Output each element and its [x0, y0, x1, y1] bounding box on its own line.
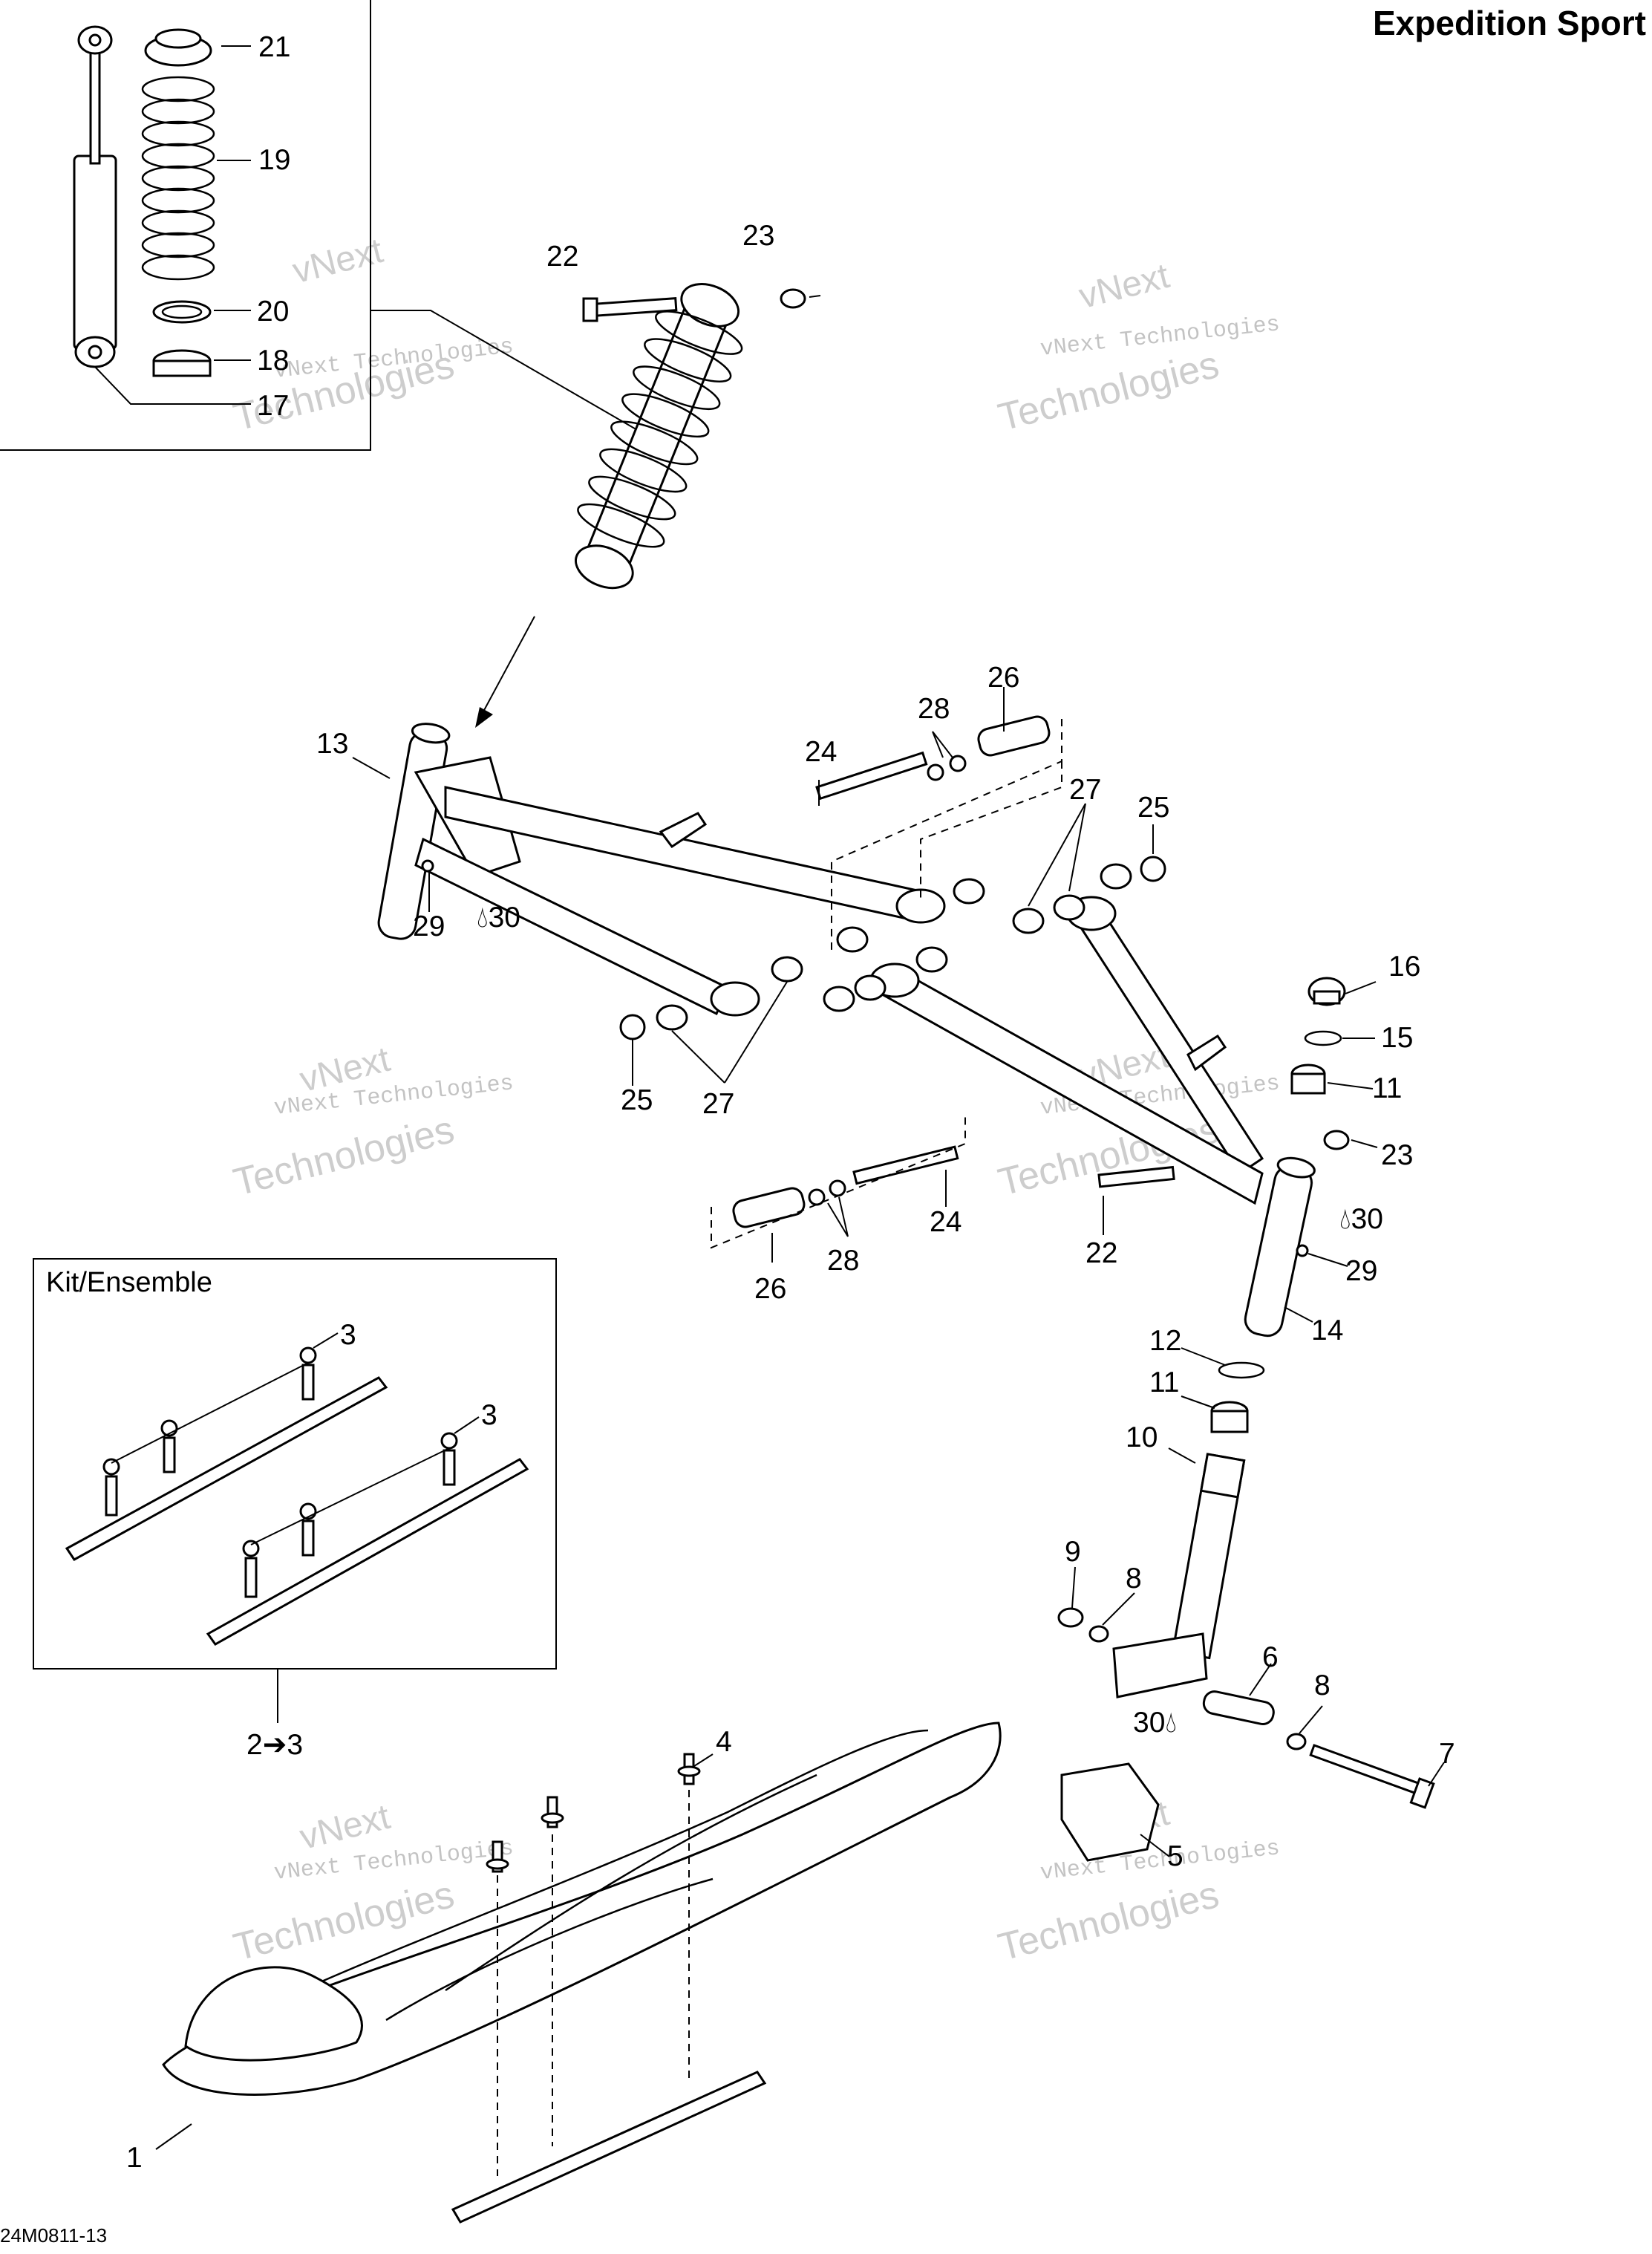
callout-19: 19 — [258, 144, 291, 176]
callout-25: 25 — [621, 1084, 653, 1116]
kit-runners-drawing — [65, 1332, 529, 1723]
callout-5: 5 — [1167, 1840, 1184, 1872]
callout-17: 17 — [257, 390, 290, 422]
grease-drop-icon: 💧︎ — [477, 902, 489, 934]
callout-7: 7 — [1439, 1738, 1455, 1770]
callout-4: 4 — [716, 1726, 732, 1758]
callout-24: 24 — [805, 736, 838, 768]
callout-11: 11 — [1372, 1072, 1403, 1104]
callout-30: 30💧︎ — [1133, 1708, 1177, 1737]
callout-28: 28 — [918, 693, 950, 725]
callout-11: 11 — [1149, 1367, 1180, 1398]
callout-30-number: 30 — [1351, 1203, 1383, 1235]
callout-30: 💧︎30 — [477, 903, 520, 932]
document-id: 24M0811-13 — [0, 2224, 108, 2247]
callout-30: 💧︎30 — [1339, 1205, 1383, 1234]
callout-28: 28 — [827, 1245, 860, 1277]
watermark-technologies: Technologies — [994, 343, 1224, 440]
callout-3: 3 — [481, 1399, 497, 1431]
callout-30-number: 30 — [1133, 1707, 1166, 1739]
shock-detail-frame — [0, 0, 371, 451]
grease-drop-icon: 💧︎ — [1339, 1203, 1351, 1235]
callout-29: 29 — [1345, 1255, 1378, 1287]
callout-23: 23 — [742, 220, 775, 252]
callout-9: 9 — [1065, 1536, 1081, 1568]
callout-30-number: 30 — [488, 902, 520, 934]
callout-22: 22 — [546, 241, 579, 273]
page-title: Expedition Sport — [1373, 4, 1646, 42]
callout-15: 15 — [1381, 1022, 1414, 1054]
callout-14: 14 — [1311, 1315, 1344, 1346]
callout-10: 10 — [1126, 1421, 1158, 1453]
callout-23: 23 — [1381, 1139, 1414, 1171]
watermark-vnext-technologies: vNext Technologies — [1039, 1836, 1281, 1886]
callout-3: 3 — [340, 1319, 356, 1351]
callout-27: 27 — [1069, 774, 1102, 806]
callout-18: 18 — [257, 345, 290, 377]
kit-frame — [33, 1258, 557, 1670]
main-shock-drawing — [475, 283, 821, 728]
callout-8: 8 — [1126, 1563, 1142, 1595]
callout-12: 12 — [1149, 1325, 1182, 1357]
callout-22: 22 — [1085, 1237, 1118, 1269]
watermark-vnext: vNext — [296, 1797, 394, 1857]
grease-drop-icon: 💧︎ — [1165, 1707, 1177, 1739]
callout-8: 8 — [1314, 1670, 1331, 1701]
ski-drawing — [155, 1722, 1002, 2224]
callout-26: 26 — [754, 1273, 787, 1305]
watermark-technologies: Technologies — [994, 1873, 1224, 1970]
callout-21: 21 — [258, 31, 291, 63]
callout-1: 1 — [126, 2142, 143, 2174]
callout-16: 16 — [1388, 951, 1421, 983]
callout-26: 26 — [987, 662, 1020, 694]
kit-label: Kit/Ensemble — [46, 1267, 212, 1298]
callout-20: 20 — [257, 296, 290, 328]
callout-25: 25 — [1137, 792, 1170, 824]
watermark-vnext: vNext — [1075, 256, 1173, 316]
a-arm-drawing — [352, 687, 1378, 1338]
callout-27: 27 — [702, 1088, 735, 1120]
callout-29: 29 — [413, 911, 445, 942]
spindle-drawing — [1057, 977, 1445, 1862]
callout-2-to-3: 2➔3 — [247, 1729, 304, 1761]
callout-6: 6 — [1262, 1641, 1279, 1673]
callout-24: 24 — [930, 1206, 962, 1238]
watermark-technologies: Technologies — [229, 1108, 459, 1205]
callout-13: 13 — [316, 728, 349, 760]
shock-detail-drawing — [73, 25, 639, 431]
watermark-vnext-technologies: vNext Technologies — [1039, 312, 1281, 362]
